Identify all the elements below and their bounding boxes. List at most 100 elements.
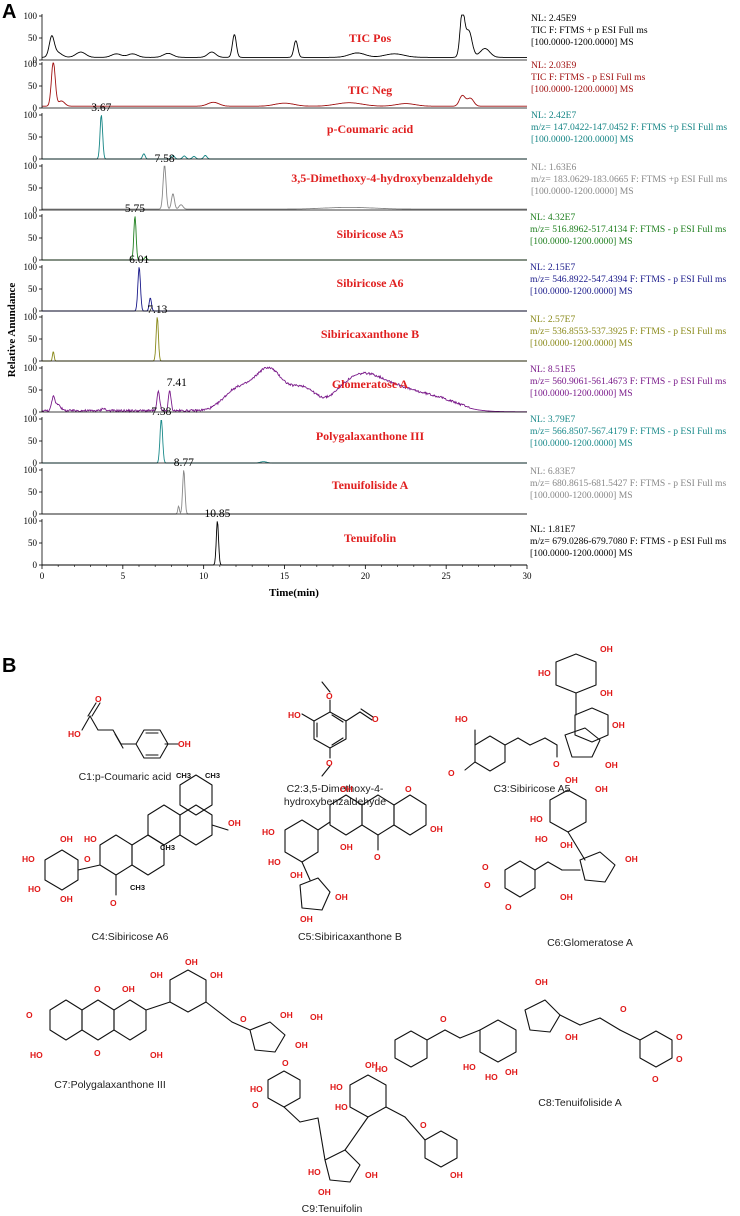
atom-o: O (326, 691, 333, 701)
structure-c2: O O HO O C2:3,5-Dimethoxy-4- hydroxybenz… (284, 681, 386, 808)
trace-info-line: [100.0000-1200.0000] MS (531, 134, 634, 145)
trace-line (42, 62, 527, 107)
y-tick-label: 50 (28, 538, 38, 548)
structure-c5: OH O OH O OH HO HO OH OH OH C5:Sibiricax… (262, 784, 443, 943)
y-tick-label: 50 (28, 233, 38, 243)
trace-info-line: [100.0000-1200.0000] MS (531, 37, 634, 48)
y-tick-label: 50 (28, 33, 38, 43)
trace-line (42, 267, 527, 312)
peak-label: 7.13 (147, 304, 167, 316)
y-tick-label: 100 (24, 161, 38, 171)
atom-o: O (676, 1054, 683, 1064)
atom-oh: OH (178, 739, 191, 749)
trace-line (42, 165, 527, 210)
trace-info-line: NL: 3.79E7 (530, 414, 576, 425)
y-tick-label: 0 (33, 205, 38, 215)
trace-info-line: NL: 1.63E6 (531, 162, 577, 173)
atom-o: O (94, 984, 101, 994)
caption-c4: C4:Sibiricose A6 (91, 931, 168, 943)
atom-ho: HO (28, 884, 41, 894)
atom-oh: OH (300, 914, 313, 924)
peak-label: 7.41 (167, 377, 187, 389)
atom-o: O (240, 1014, 247, 1024)
atom-ho: HO (535, 834, 548, 844)
atom-ho: HO (268, 857, 281, 867)
atom-ho: HO (530, 814, 543, 824)
atom-ch3: CH3 (205, 771, 220, 780)
y-tick-label: 100 (24, 363, 38, 373)
trace-info-line: NL: 2.45E9 (531, 13, 577, 24)
trace-info-line: [100.0000-1200.0000] MS (531, 186, 634, 197)
x-tick-label: 10 (199, 571, 209, 581)
trace-line (41, 366, 527, 414)
x-tick-label: 25 (442, 571, 452, 581)
trace-title: TIC Neg (348, 83, 392, 97)
atom-oh: OH (565, 1032, 578, 1042)
atom-oh: OH (430, 824, 443, 834)
trace-info-line: [100.0000-1200.0000] MS (530, 438, 633, 449)
atom-ho: HO (330, 1082, 343, 1092)
atom-oh: OH (450, 1170, 463, 1180)
structure-c7: O OH O HO O OH OH OH OH O OH OH OH C7:Po… (26, 957, 323, 1091)
trace-info-line: m/z= 680.8615-681.5427 F: FTMS - p ESI F… (530, 478, 727, 489)
structure-c8: O HO OH OH HO HO OH O O O O C8:Tenuifoli… (375, 977, 683, 1109)
atom-ho: HO (250, 1084, 263, 1094)
trace-line (42, 317, 527, 362)
atom-ch3: CH3 (160, 843, 175, 852)
atom-o: O (553, 759, 560, 769)
caption-c8: C8:Tenuifoliside A (538, 1097, 621, 1109)
y-tick-label: 100 (24, 11, 38, 21)
trace-info-line: [100.0000-1200.0000] MS (530, 548, 633, 559)
atom-o: O (484, 880, 491, 890)
trace-title: TIC Pos (349, 31, 392, 45)
trace-info-line: [100.0000-1200.0000] MS (530, 236, 633, 247)
y-tick-label: 0 (33, 560, 38, 570)
structure-c1: O HO OH C1:p-Coumaric acid (68, 694, 191, 783)
trace-line (42, 14, 527, 58)
atom-o: O (95, 694, 102, 704)
atom-o: O (282, 1058, 289, 1068)
peak-label: 5.75 (125, 203, 145, 215)
atom-ch3: CH3 (130, 883, 145, 892)
atom-o: O (620, 1004, 627, 1014)
atom-ho: HO (455, 714, 468, 724)
atom-ho: HO (375, 1064, 388, 1074)
atom-ho: HO (308, 1167, 321, 1177)
trace-info-line: m/z= 536.8553-537.3925 F: FTMS - p ESI F… (530, 326, 727, 337)
trace-title: Tenuifolin (344, 531, 397, 545)
atom-o: O (505, 902, 512, 912)
trace-info-line: NL: 2.15E7 (530, 262, 576, 273)
peak-label: 10.85 (204, 508, 230, 520)
atom-oh: OH (365, 1170, 378, 1180)
atom-oh: OH (280, 1010, 293, 1020)
trace-title: Sibiricose A6 (336, 276, 403, 290)
atom-oh: OH (60, 834, 73, 844)
atom-ho: HO (463, 1062, 476, 1072)
atom-oh: OH (560, 840, 573, 850)
trace-line (42, 521, 527, 566)
trace-info-line: m/z= 516.8962-517.4134 F: FTMS - p ESI F… (530, 224, 727, 235)
atom-o: O (405, 784, 412, 794)
trace-title: p-Coumaric acid (327, 122, 414, 136)
y-tick-label: 0 (33, 55, 38, 65)
trace-title: Sibiricose A5 (336, 227, 403, 241)
y-tick-label: 0 (33, 103, 38, 113)
caption-c1: C1:p-Coumaric acid (79, 771, 172, 783)
peak-label: 7.38 (151, 406, 171, 418)
trace-info-line: NL: 2.42E7 (531, 110, 577, 121)
atom-oh: OH (295, 1040, 308, 1050)
y-tick-label: 50 (28, 132, 38, 142)
trace-info-line: NL: 2.57E7 (530, 314, 576, 325)
y-tick-label: 50 (28, 487, 38, 497)
atom-ho: HO (262, 827, 275, 837)
atom-o: O (440, 1014, 447, 1024)
atom-ho: HO (68, 729, 81, 739)
atom-o: O (482, 862, 489, 872)
atom-ho: HO (84, 834, 97, 844)
